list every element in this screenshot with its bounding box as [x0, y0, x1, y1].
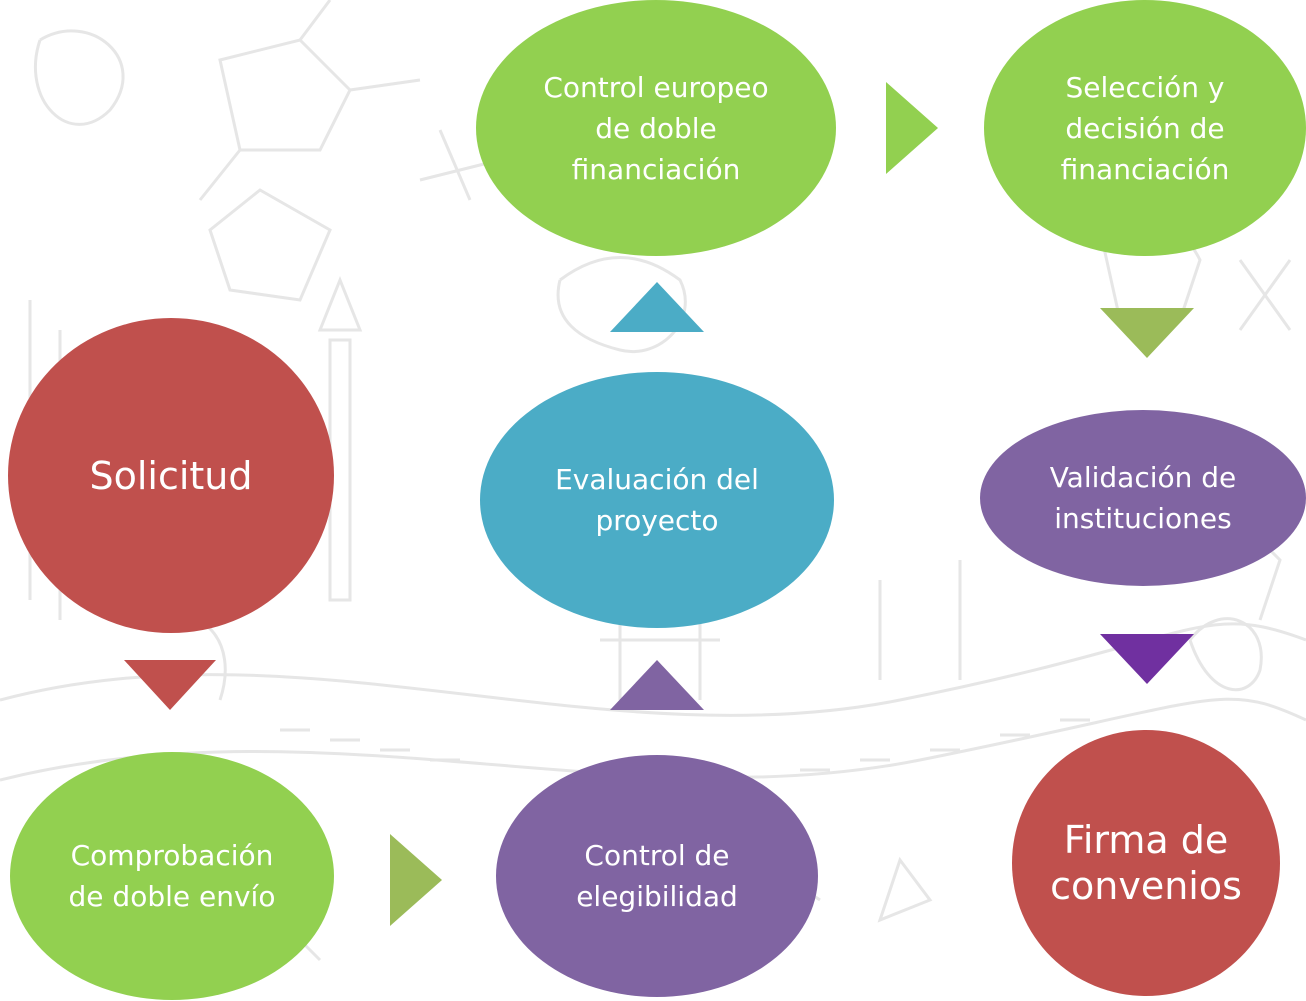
node-comprobacion: Comprobación de doble envío	[10, 752, 334, 1000]
node-control-europeo-label: Control europeo de doble financiación	[543, 70, 769, 186]
arrow-down-seleccion	[1100, 308, 1194, 358]
node-firma-label: Firma de convenios	[1050, 818, 1242, 908]
node-seleccion-label: Selección y decisión de financiación	[1060, 70, 1230, 186]
node-solicitud-label: Solicitud	[89, 453, 253, 498]
node-firma: Firma de convenios	[1012, 730, 1280, 996]
node-solicitud: Solicitud	[8, 318, 334, 633]
arrow-right-comprobacion	[390, 834, 442, 926]
node-seleccion: Selección y decisión de financiación	[984, 0, 1306, 256]
node-evaluacion-label: Evaluación del proyecto	[555, 463, 759, 537]
arrow-down-solicitud	[124, 660, 216, 710]
node-validacion: Validación de instituciones	[980, 410, 1306, 586]
node-control-elegibilidad: Control de elegibilidad	[496, 755, 818, 997]
arrow-up-elegibilidad	[610, 660, 704, 710]
node-control-europeo: Control europeo de doble financiación	[476, 0, 836, 256]
node-control-elegibilidad-label: Control de elegibilidad	[576, 839, 738, 913]
arrow-right-control-europeo	[886, 82, 938, 174]
arrow-down-validacion	[1100, 634, 1194, 684]
arrow-up-evaluacion	[610, 282, 704, 332]
node-comprobacion-label: Comprobación de doble envío	[68, 839, 276, 913]
node-evaluacion: Evaluación del proyecto	[480, 372, 834, 628]
node-validacion-label: Validación de instituciones	[1049, 461, 1237, 535]
